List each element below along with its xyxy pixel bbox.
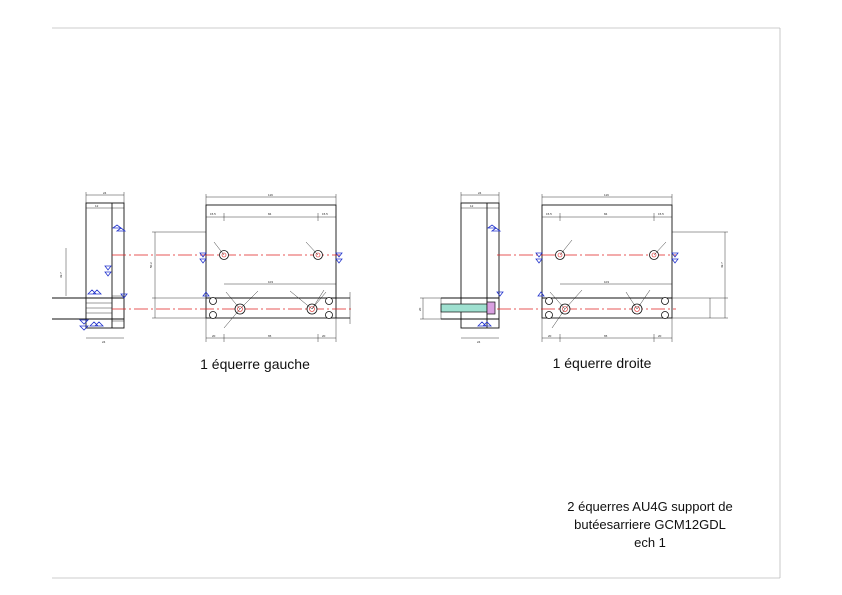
right-overall-width-dim: 119: [604, 193, 609, 197]
left-lower-span-dim: 103: [268, 280, 273, 284]
right-between-holes-dim: 84: [604, 212, 608, 216]
title-note: 2 équerres AU4G support de butéesarriere…: [567, 499, 733, 550]
right-bottom-a-dim: 20: [548, 334, 552, 338]
left-bracket-label: 1 équerre gauche: [200, 356, 310, 372]
right-side-view: 24 12 20 24: [418, 191, 504, 344]
title-line-1: 2 équerres AU4G support de: [567, 499, 733, 514]
right-side-bottom-dim: 24: [477, 340, 481, 344]
left-bottom-c-dim: 20: [322, 334, 326, 338]
left-edge-right-dim: 15.5: [322, 212, 328, 216]
right-edge-right-dim: 15.5: [658, 212, 664, 216]
left-between-holes-dim: 84: [268, 212, 272, 216]
left-side-height-dim: 39.7: [59, 272, 63, 278]
right-bottom-b-dim: 65: [604, 334, 608, 338]
title-line-2: butéesarriere GCM12GDL: [574, 517, 726, 532]
left-side-thick-dim: 12: [95, 204, 99, 208]
left-side-view: 24 12 39.7 24: [52, 191, 128, 344]
left-side-width-dim: 24: [103, 191, 107, 195]
right-bracket-drawing: 24 12 20 24 1: [418, 191, 728, 371]
left-overall-width-dim: 119: [268, 193, 273, 197]
right-tube-dim: 20: [418, 307, 422, 311]
bolt-head: [486, 301, 496, 315]
right-lower-span-dim: 103: [604, 280, 609, 284]
title-line-3: ech 1: [634, 535, 666, 550]
left-bracket-drawing: 24 12 39.7 24: [52, 191, 352, 372]
left-side-bottom-dim: 24: [102, 340, 106, 344]
right-bottom-c-dim: 20: [658, 334, 662, 338]
right-front-view: 119 15.5 84 15.5 49.7 103: [497, 193, 728, 342]
bolt-shank: [440, 303, 488, 313]
left-bottom-b-dim: 65: [268, 334, 272, 338]
right-height-dim: 49.7: [720, 262, 724, 268]
left-bottom-a-dim: 20: [212, 334, 216, 338]
left-edge-left-dim: 15.5: [210, 212, 216, 216]
left-height-main-dim: 50.2: [149, 262, 153, 268]
right-edge-left-dim: 15.5: [546, 212, 552, 216]
left-front-view: 119 15.5 84 15.5 50.2 103: [112, 193, 352, 342]
right-side-thick-dim: 12: [470, 204, 474, 208]
right-bracket-label: 1 équerre droite: [553, 355, 652, 371]
right-side-width-dim: 24: [478, 191, 482, 195]
